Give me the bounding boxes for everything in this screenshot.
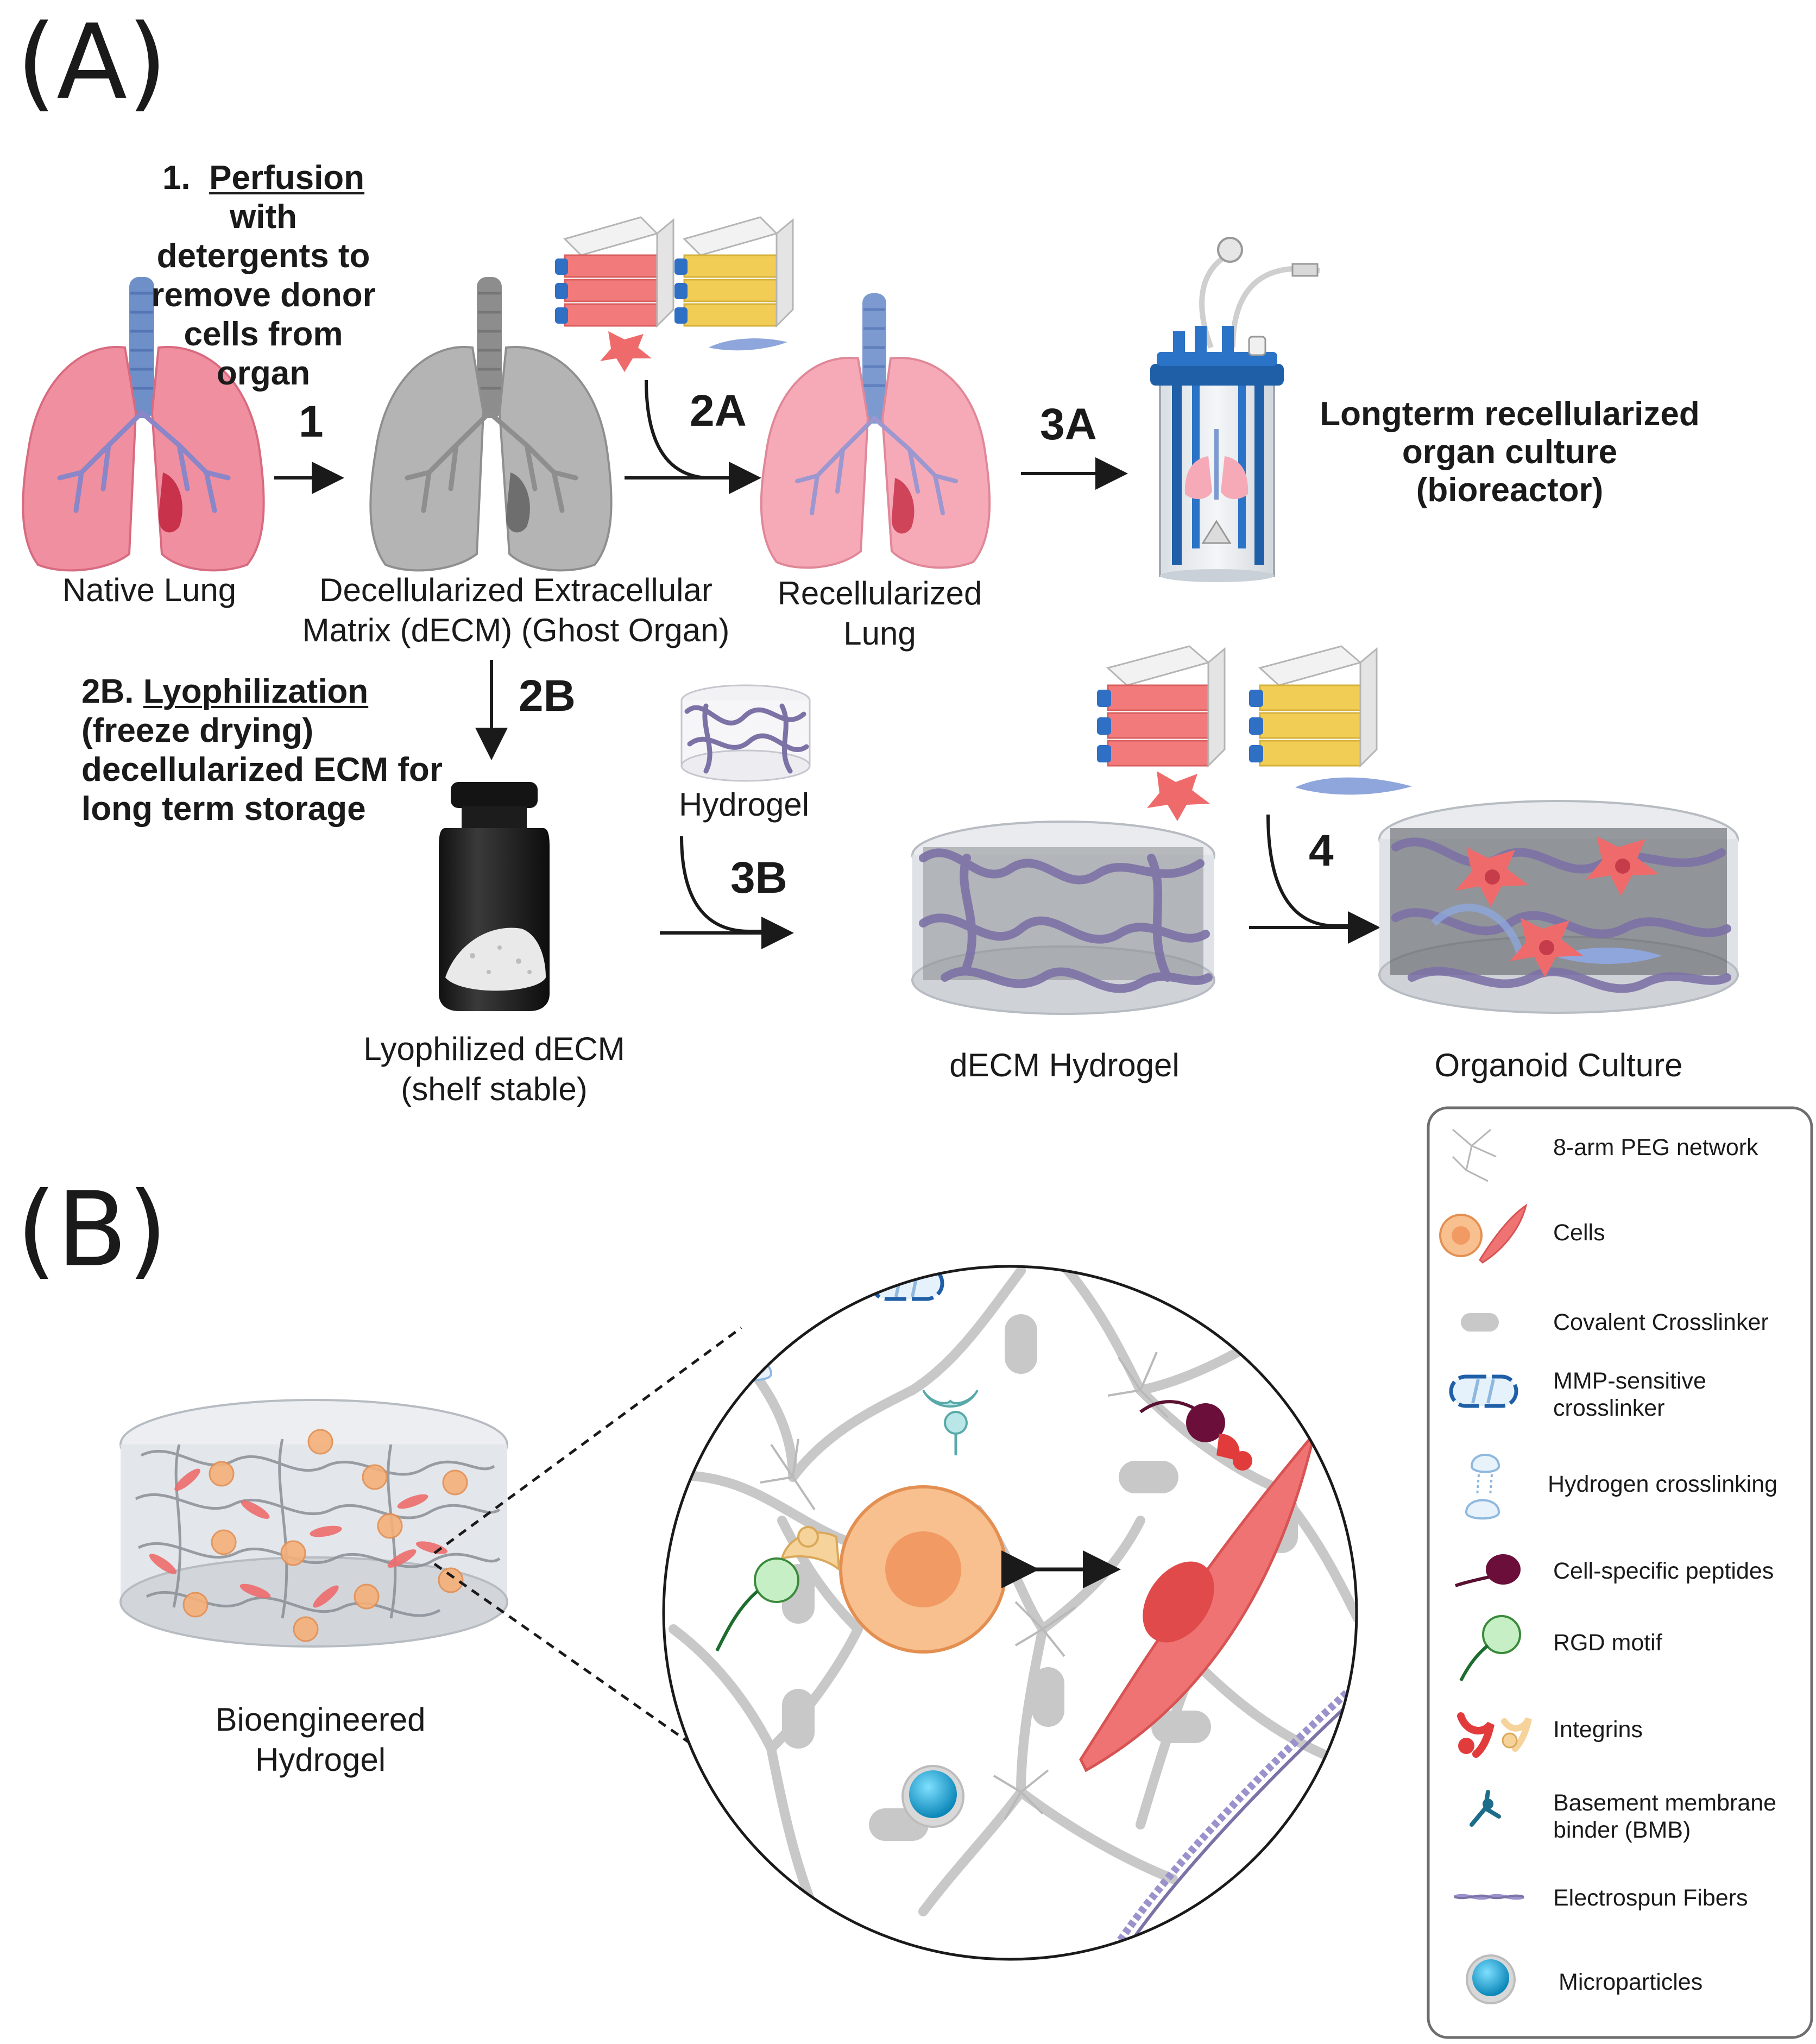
bioreactor-caption-line: Longterm recellularized (1320, 395, 1700, 433)
native-lung-caption: Native Lung (62, 572, 237, 608)
arrow-label-1: 1 (299, 397, 324, 446)
bioengineered-caption-line: Bioengineered (215, 1701, 426, 1738)
cell-peptide-icon (1455, 1554, 1521, 1587)
bioreactor-icon (1150, 237, 1320, 582)
microparticle-icon (1466, 1954, 1516, 2004)
decellularized-lung-icon (369, 277, 613, 572)
step1-line: cells from (184, 316, 343, 353)
recellularized-lung-icon (760, 293, 991, 569)
bioreactor-caption: Longterm recellularized organ culture (b… (1314, 395, 1705, 509)
step2b-line: decellularized ECM for (81, 751, 443, 788)
organoid-caption: Organoid Culture (1434, 1047, 1683, 1083)
panel-b-label: (B) (16, 1170, 168, 1290)
zoom-line-top (433, 1326, 742, 1555)
lyophilized-caption-line: (shelf stable) (401, 1071, 588, 1107)
step1-line: organ (216, 355, 311, 392)
legend-label-integrins: Integrins (1553, 1717, 1643, 1743)
fibers-icon (1453, 1894, 1525, 1900)
decm-hydrogel-caption: dECM Hydrogel (949, 1047, 1180, 1083)
arrow-cells-4 (1266, 814, 1374, 928)
arrow-label-3a: 3A (1040, 400, 1097, 449)
culture-flasks-bottom-icon (1097, 645, 1412, 821)
decm-hydrogel-icon (911, 821, 1215, 1015)
cells-icon (1439, 1203, 1528, 1264)
lyophilized-caption-line: Lyophilized dECM (363, 1031, 625, 1067)
legend-label-peg: 8-arm PEG network (1553, 1134, 1758, 1160)
zoom-circle (662, 1265, 1358, 1961)
step2b-line: (freeze drying) (81, 712, 314, 749)
bioengineered-caption: Bioengineered Hydrogel (163, 1700, 478, 1780)
bmb-icon (1470, 1790, 1501, 1827)
integrins-icon (1457, 1712, 1532, 1758)
peg-network-icon (1452, 1128, 1497, 1182)
bioreactor-caption-line: organ culture (1402, 433, 1618, 471)
step1-description: 1. Perfusion with detergents to remove d… (147, 159, 380, 393)
bioreactor-caption-line: (bioreactor) (1416, 471, 1604, 509)
culture-flasks-top-icon (555, 216, 794, 372)
arrow-label-4: 4 (1309, 826, 1334, 875)
legend-label-bmb: Basement membrane binder (BMB) (1553, 1790, 1777, 1843)
mmp-crosslinker-icon (1449, 1374, 1518, 1408)
decell-caption: Decellularized Extracellular Matrix (dEC… (282, 570, 749, 651)
legend-label-cells: Cells (1553, 1220, 1605, 1246)
arrow-label-2a: 2A (690, 386, 747, 436)
legend-label-covalent: Covalent Crosslinker (1553, 1309, 1769, 1335)
legend-box (1427, 1106, 1813, 2039)
step2b-first-line: 2B. Lyophilization (81, 673, 369, 710)
panel-a-label: (A) (16, 2, 168, 122)
arrow-label-3b: 3B (730, 853, 787, 903)
legend-label-peptides: Cell-specific peptides (1553, 1558, 1774, 1584)
step1-first-line: 1. Perfusion with (162, 159, 365, 236)
arrow-label-2b: 2B (519, 671, 576, 721)
recell-caption-line: Lung (843, 615, 916, 652)
recell-caption: Recellularized Lung (760, 573, 999, 654)
organoid-culture-icon (1378, 800, 1739, 1014)
legend-label-rgd: RGD motif (1553, 1630, 1662, 1656)
bioengineered-hydrogel-icon (119, 1399, 508, 1648)
hydrogel-disc-icon (680, 684, 811, 782)
legend-label-microparticles: Microparticles (1559, 1969, 1703, 1995)
step2b-line: long term storage (81, 790, 366, 828)
lyophilized-vial-icon (439, 782, 550, 1011)
covalent-crosslinker-icon (1461, 1313, 1499, 1332)
hydrogel-caption: Hydrogel (678, 786, 810, 823)
decell-caption-line: Decellularized Extracellular (319, 572, 712, 608)
step1-line: detergents to (156, 237, 370, 275)
bioengineered-caption-line: Hydrogel (255, 1742, 386, 1778)
step1-line: remove donor (151, 276, 376, 314)
rgd-motif-icon (1459, 1615, 1521, 1682)
decell-caption-line: Matrix (dECM) (Ghost Organ) (302, 612, 730, 648)
lyophilized-caption: Lyophilized dECM (shelf stable) (326, 1029, 663, 1109)
native-lung-icon (22, 277, 265, 572)
step2b-description: 2B. Lyophilization (freeze drying) decel… (81, 672, 494, 829)
recell-caption-line: Recellularized (777, 575, 982, 611)
legend-label-mmp: MMP-sensitive crosslinker (1553, 1368, 1706, 1421)
arrow-hydrogel-3b (680, 836, 787, 933)
legend-label-fibers: Electrospun Fibers (1553, 1885, 1748, 1911)
hydrogen-crosslinking-icon (1465, 1454, 1500, 1520)
legend-label-hydrogen: Hydrogen crosslinking (1548, 1471, 1778, 1497)
